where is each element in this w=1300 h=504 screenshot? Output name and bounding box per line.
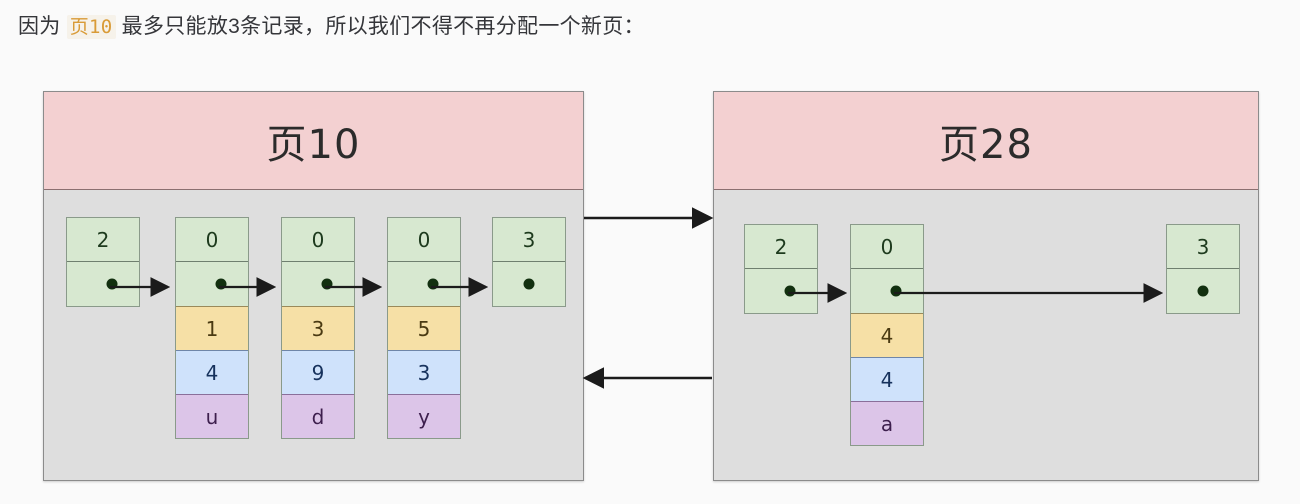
record-header-cell: 0 — [176, 218, 248, 262]
record-node-l-n0: 2 — [66, 217, 140, 307]
record-field-blue: 3 — [388, 350, 460, 394]
pointer-dot-icon — [106, 278, 118, 290]
record-pointer-cell — [176, 262, 248, 306]
record-field-blue: 4 — [851, 357, 923, 401]
page-header-left: 页10 — [44, 92, 583, 190]
record-node-l-n2: 0 3 9 d — [281, 217, 355, 439]
record-header-cell: 0 — [282, 218, 354, 262]
record-field-purple: u — [176, 394, 248, 438]
record-header-cell: 0 — [388, 218, 460, 262]
pointer-dot-icon — [890, 285, 902, 297]
record-pointer-cell — [67, 262, 139, 306]
record-field-purple: a — [851, 401, 923, 445]
record-header-cell: 3 — [1167, 225, 1239, 269]
record-node-r-n0: 2 — [744, 224, 818, 314]
record-pointer-cell — [388, 262, 460, 306]
record-pointer-cell — [745, 269, 817, 313]
page-title-right: 页28 — [939, 121, 1033, 168]
pointer-dot-icon — [427, 278, 439, 290]
pointer-dot-icon — [1197, 285, 1209, 297]
caption-after: 最多只能放3条记录，所以我们不得不再分配一个新页： — [115, 15, 645, 38]
pointer-dot-icon — [215, 278, 227, 290]
record-pointer-cell — [851, 269, 923, 313]
record-field-orange: 4 — [851, 313, 923, 357]
record-node-l-n3: 0 5 3 y — [387, 217, 461, 439]
page-header-right: 页28 — [714, 92, 1258, 190]
record-node-r-n1: 0 4 4 a — [850, 224, 924, 446]
caption-code-page10: 页10 — [66, 15, 116, 39]
record-pointer-cell — [493, 262, 565, 306]
record-header-cell: 2 — [67, 218, 139, 262]
record-field-purple: y — [388, 394, 460, 438]
record-node-l-n4: 3 — [492, 217, 566, 307]
record-pointer-cell — [282, 262, 354, 306]
caption-before: 因为 — [18, 15, 67, 38]
record-pointer-cell — [1167, 269, 1239, 313]
page-title-left: 页10 — [266, 121, 361, 168]
record-field-blue: 4 — [176, 350, 248, 394]
record-header-cell: 2 — [745, 225, 817, 269]
page-body-left: 2 0 1 4 u 0 3 9 d 0 — [44, 190, 583, 480]
page-block-right: 页28 2 0 4 4 a 3 — [713, 91, 1259, 481]
page-block-left: 页10 2 0 1 4 u 0 3 9 d — [43, 91, 584, 481]
record-field-purple: d — [282, 394, 354, 438]
record-field-orange: 5 — [388, 306, 460, 350]
page-body-right: 2 0 4 4 a 3 — [714, 190, 1258, 480]
record-header-cell: 0 — [851, 225, 923, 269]
record-node-l-n1: 0 1 4 u — [175, 217, 249, 439]
record-field-blue: 9 — [282, 350, 354, 394]
record-field-orange: 3 — [282, 306, 354, 350]
record-header-cell: 3 — [493, 218, 565, 262]
pointer-dot-icon — [523, 278, 535, 290]
record-field-orange: 1 — [176, 306, 248, 350]
pointer-dot-icon — [784, 285, 796, 297]
caption-text: 因为 页10 最多只能放3条记录，所以我们不得不再分配一个新页： — [18, 12, 645, 42]
record-node-r-n2: 3 — [1166, 224, 1240, 314]
pointer-dot-icon — [321, 278, 333, 290]
